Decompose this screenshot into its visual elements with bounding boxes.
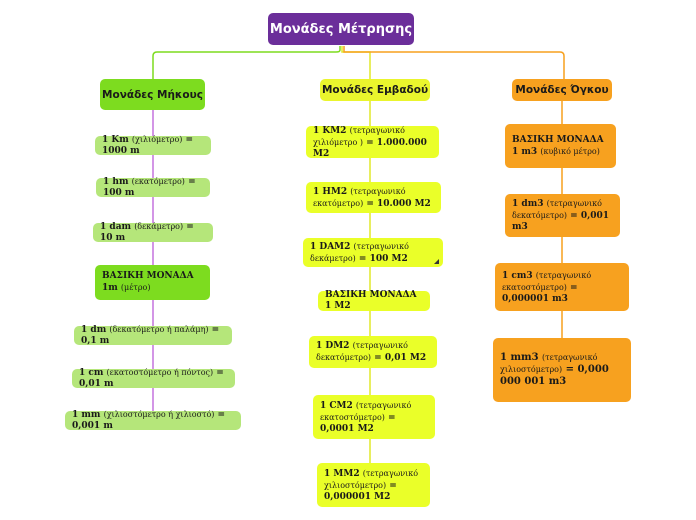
volume-item-dm3[interactable]: 1 dm3 (τετραγωνικό δεκατόμετρο) = 0,001 … bbox=[505, 194, 620, 237]
area-item-text: 1 HM2 (τετραγωνικό εκατόμετρο) = 10.000 … bbox=[313, 186, 431, 209]
length-item-hm[interactable]: 1 hm (εκατόμετρο) = 100 m bbox=[96, 177, 210, 198]
volume-item-text: 1 cm3 (τετραγωνικό εκατοστόμετρο) = 0,00… bbox=[502, 270, 592, 304]
volume-item-text: 1 dm3 (τετραγωνικό δεκατόμετρο) = 0,001 … bbox=[512, 199, 610, 232]
length-item-dm[interactable]: 1 dm (δεκατόμετρο ή παλάμη) = 0,1 m bbox=[74, 325, 232, 346]
area-item-text: 1 KM2 (τετραγωνικό χιλιόμετρο ) = 1.000.… bbox=[313, 125, 427, 159]
area-item-text: 1 DM2 (τετραγωνικό δεκατόμετρο) = 0,01 M… bbox=[316, 341, 427, 363]
area-item-hm2[interactable]: 1 HM2 (τετραγωνικό εκατόμετρο) = 10.000 … bbox=[306, 182, 441, 213]
area-item-text: 1 CM2 (τετραγωνικό εκατοστόμετρο) = 0,00… bbox=[320, 400, 412, 434]
area-item-km2[interactable]: 1 KM2 (τετραγωνικό χιλιόμετρο ) = 1.000.… bbox=[306, 125, 439, 159]
length-item-dam[interactable]: 1 dam (δεκάμετρο) = 10 m bbox=[93, 222, 213, 243]
length-item-text: 1 hm (εκατόμετρο) = 100 m bbox=[103, 177, 196, 198]
connector-root-volume bbox=[343, 46, 565, 80]
branch-volume-header[interactable]: Μονάδες Όγκου bbox=[512, 79, 612, 101]
resize-corner-icon[interactable] bbox=[434, 259, 439, 264]
area-item-mm2[interactable]: 1 MM2 (τετραγωνικό χιλιοστόμετρο) = 0,00… bbox=[317, 463, 430, 507]
length-item-text: 1 Km (χιλιόμετρο) = 1000 m bbox=[102, 135, 194, 156]
area-item-text: 1 MM2 (τετραγωνικό χιλιοστόμετρο) = 0,00… bbox=[324, 468, 419, 502]
volume-item-text: ΒΑΣΙΚΗ ΜΟΝΑΔΑ 1 m3 (κυβικό μέτρο) bbox=[512, 134, 604, 157]
volume-item-mm3[interactable]: 1 mm3 (τετραγωνικό χιλιοστόμετρο) = 0,00… bbox=[493, 338, 631, 402]
volume-item-text: 1 mm3 (τετραγωνικό χιλιοστόμετρο) = 0,00… bbox=[500, 352, 609, 387]
length-item-mm[interactable]: 1 mm (χιλιοστόμετρο ή χιλιοστό) = 0,001 … bbox=[65, 410, 241, 431]
length-item-km[interactable]: 1 Km (χιλιόμετρο) = 1000 m bbox=[95, 135, 211, 156]
branch-length-label: Μονάδες Μήκους bbox=[102, 88, 203, 101]
area-item-base-m2[interactable]: ΒΑΣΙΚΗ ΜΟΝΑΔΑ 1 M2 bbox=[318, 290, 430, 311]
area-item-cm2[interactable]: 1 CM2 (τετραγωνικό εκατοστόμετρο) = 0,00… bbox=[313, 395, 435, 439]
connector-root-length bbox=[152, 46, 341, 80]
area-item-dam2[interactable]: 1 DAM2 (τετραγωνικό δεκάμετρο) = 100 M2 bbox=[303, 238, 443, 267]
length-item-cm[interactable]: 1 cm (εκατοστόμετρο ή πόντος) = 0,01 m bbox=[72, 368, 235, 389]
area-item-dm2[interactable]: 1 DM2 (τετραγωνικό δεκατόμετρο) = 0,01 M… bbox=[309, 336, 437, 368]
length-item-base-m[interactable]: ΒΑΣΙΚΗ ΜΟΝΑΔΑ 1m (μέτρο) bbox=[95, 265, 210, 300]
length-item-text: 1 mm (χιλιοστόμετρο ή χιλιοστό) = 0,001 … bbox=[72, 410, 226, 431]
length-item-text: 1 dam (δεκάμετρο) = 10 m bbox=[100, 222, 194, 243]
branch-volume-label: Μονάδες Όγκου bbox=[515, 84, 609, 96]
length-item-text: 1 cm (εκατοστόμετρο ή πόντος) = 0,01 m bbox=[79, 368, 224, 389]
volume-item-base-m3[interactable]: ΒΑΣΙΚΗ ΜΟΝΑΔΑ 1 m3 (κυβικό μέτρο) bbox=[505, 124, 616, 168]
connector-root-area bbox=[341, 46, 371, 80]
area-item-text: ΒΑΣΙΚΗ ΜΟΝΑΔΑ 1 M2 bbox=[325, 290, 417, 311]
root-node[interactable]: Μονάδες Μέτρησης bbox=[268, 13, 414, 45]
root-label: Μονάδες Μέτρησης bbox=[269, 21, 413, 37]
length-item-text: ΒΑΣΙΚΗ ΜΟΝΑΔΑ 1m (μέτρο) bbox=[102, 271, 194, 293]
branch-length-header[interactable]: Μονάδες Μήκους bbox=[100, 79, 205, 110]
area-item-text: 1 DAM2 (τετραγωνικό δεκάμετρο) = 100 M2 bbox=[310, 241, 409, 264]
branch-area-label: Μονάδες Εμβαδού bbox=[321, 84, 429, 96]
length-item-text: 1 dm (δεκατόμετρο ή παλάμη) = 0,1 m bbox=[81, 325, 220, 346]
branch-area-header[interactable]: Μονάδες Εμβαδού bbox=[320, 79, 430, 101]
volume-item-cm3[interactable]: 1 cm3 (τετραγωνικό εκατοστόμετρο) = 0,00… bbox=[495, 263, 629, 311]
